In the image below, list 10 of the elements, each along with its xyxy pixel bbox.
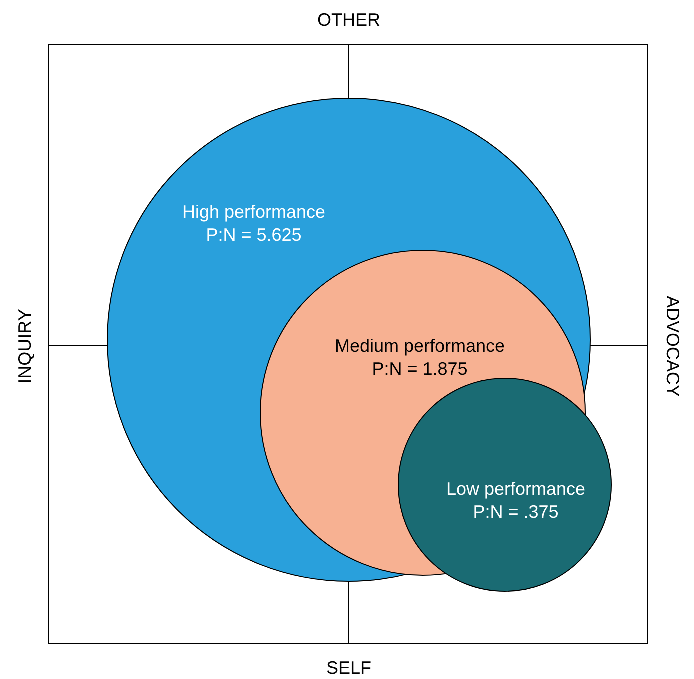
heading-text: High performance [181,201,327,224]
axis-label: ADVOCACY [662,295,683,397]
axis-label: SELF [326,658,372,678]
value-text: P:N = .375 [472,501,560,524]
value-text: P:N = 5.625 [205,224,303,247]
heading-text: Low performance [445,478,587,501]
heading-text: Medium performance [334,335,506,358]
value-text: P:N = 1.875 [371,358,469,381]
axis-label: INQUIRY [14,308,36,384]
axis-label: OTHER [318,10,380,30]
